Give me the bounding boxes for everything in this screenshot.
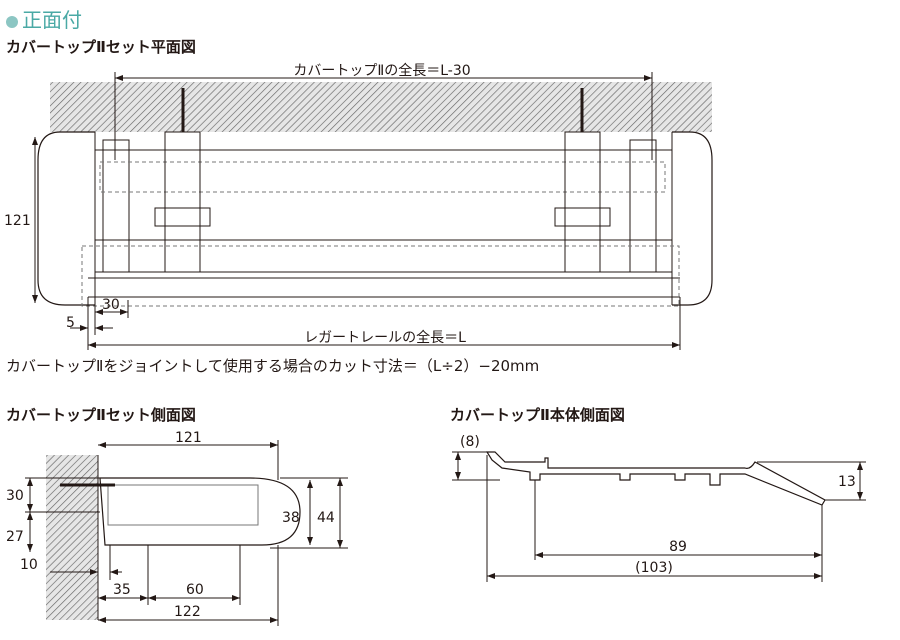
side-35-label: 35 xyxy=(113,582,131,598)
set-side-view xyxy=(25,440,348,626)
body-8-label: (8) xyxy=(460,434,480,450)
plan-30-label: 30 xyxy=(102,297,120,313)
side-27-label: 27 xyxy=(6,529,24,545)
side-44-label: 44 xyxy=(317,510,335,526)
plan-5-label: 5 xyxy=(66,315,75,331)
section-title: 正面付 xyxy=(6,4,82,33)
body-side-heading: カバートップⅡ本体側面図 xyxy=(450,406,625,424)
plan-height-label: 121 xyxy=(4,213,31,229)
side-30-label: 30 xyxy=(6,488,24,504)
wall-hatch xyxy=(50,82,712,132)
plan-heading: カバートップⅡセット平面図 xyxy=(6,38,196,56)
side-38-label: 38 xyxy=(282,510,300,526)
side-122-label: 122 xyxy=(174,604,201,620)
set-side-heading: カバートップⅡセット側面図 xyxy=(6,406,196,424)
joint-cut-note: カバートップⅡをジョイントして使用する場合のカット寸法＝（L÷2）−20mm xyxy=(6,357,540,375)
plan-view xyxy=(32,72,713,350)
bullet-icon xyxy=(6,15,18,28)
body-13-label: 13 xyxy=(838,474,856,490)
body-side-view xyxy=(452,451,866,582)
side-60-label: 60 xyxy=(186,582,204,598)
cover-length-label: カバートップⅡの全長＝L-30 xyxy=(293,62,470,79)
side-121-label: 121 xyxy=(175,430,202,446)
rail-length-label: レガートレールの全長＝L xyxy=(304,329,466,346)
section-title-text: 正面付 xyxy=(22,8,82,32)
body-103-label: (103) xyxy=(635,560,673,576)
side-10-label: 10 xyxy=(20,557,38,573)
body-89-label: 89 xyxy=(669,539,687,555)
